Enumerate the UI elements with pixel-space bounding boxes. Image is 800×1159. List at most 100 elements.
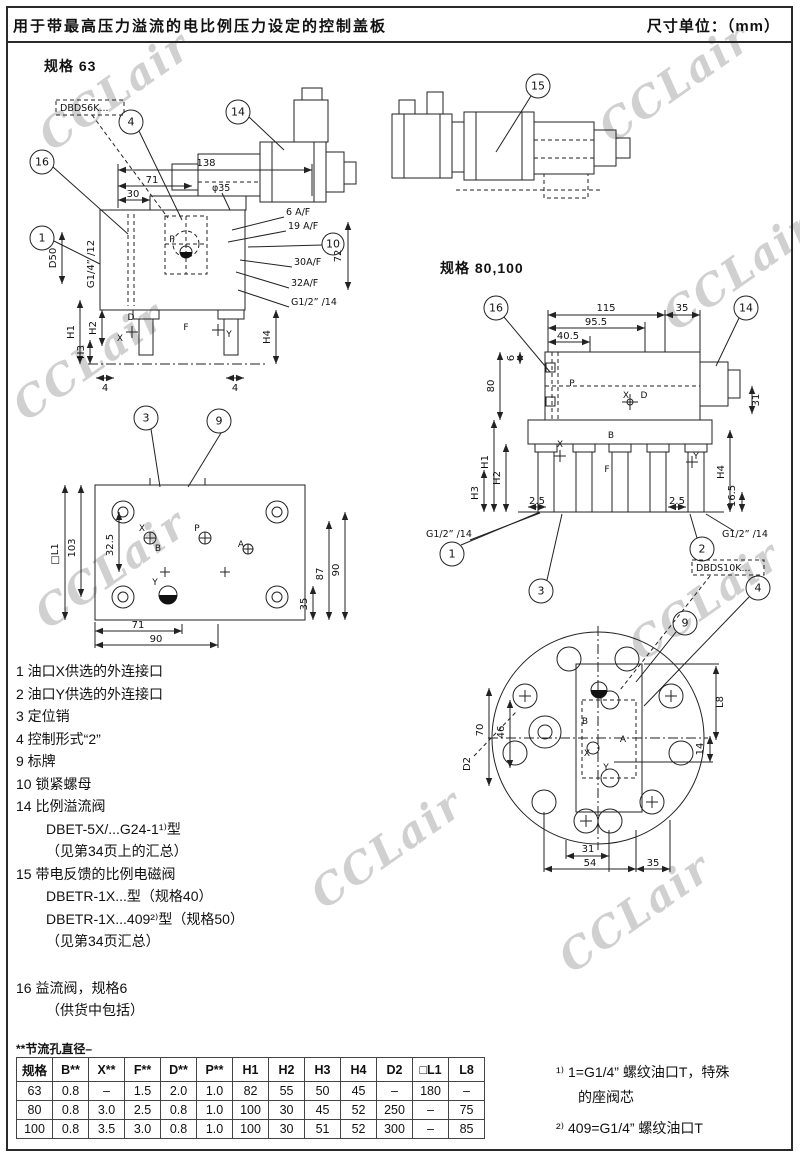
column-header: L8 — [448, 1057, 486, 1082]
callout-3: 3 — [133, 405, 161, 488]
port-label: B — [608, 431, 614, 441]
dimensions-spec63: 138 71 30 φ35 6 A/F 19 A/F 30A/F 32A/F G… — [48, 158, 352, 394]
port-label: X — [584, 749, 590, 759]
table-cell: 0.8 — [160, 1119, 198, 1139]
callout-4-spec80: 4 — [643, 575, 771, 707]
port-label: A — [238, 540, 245, 550]
dim-label: H4 — [262, 330, 273, 344]
svg-text:3: 3 — [538, 585, 545, 598]
throttle-note: **节流孔直径– — [16, 1042, 93, 1056]
callout-14-spec80: 14 — [715, 295, 759, 367]
port-label: X — [557, 440, 563, 450]
table-cell: 2.0 — [160, 1081, 198, 1101]
dim-label: 31 — [582, 844, 595, 855]
table-cell: 300 — [376, 1119, 414, 1139]
dimensions-spec63-bottom: 32.5 103 □L1 87 90 35 71 90 X B P A Y — [50, 485, 349, 649]
svg-text:2: 2 — [699, 543, 706, 556]
dim-label: □L1 — [50, 543, 61, 564]
callout-9-spec80: 9 — [635, 610, 698, 683]
footnote-1-line2: 的座阀芯 — [578, 1089, 634, 1105]
table-cell: 100 — [232, 1100, 270, 1120]
table-cell: 0.8 — [52, 1119, 90, 1139]
column-header: X** — [88, 1057, 126, 1082]
port-label: D — [128, 313, 135, 323]
section-label-spec63: 规格 63 — [44, 58, 97, 74]
column-header: 规格 — [15, 1057, 54, 1082]
dim-label: 14 — [695, 743, 706, 756]
legend-item: DBET-5X/...G24-1¹⁾型 — [46, 820, 181, 837]
dim-label: 35 — [676, 303, 689, 314]
callout-1: 1 — [29, 225, 101, 265]
table-cell: 75 — [448, 1100, 486, 1120]
dim-label: 90 — [331, 564, 342, 577]
proportional-valve-63 — [149, 87, 357, 211]
dim-label: 31 — [751, 394, 762, 407]
legend-item: 9 标牌 — [16, 753, 56, 769]
table-cell: 3.5 — [88, 1119, 126, 1139]
column-header: P** — [196, 1057, 234, 1082]
table-cell: – — [448, 1081, 486, 1101]
table-cell: 45 — [304, 1100, 342, 1120]
model-code: DBDS10K... — [696, 563, 751, 574]
dim-label: 95.5 — [585, 317, 607, 328]
table-cell: 52 — [340, 1100, 378, 1120]
callout-16-spec80: 16 — [483, 295, 551, 373]
port-label: F — [604, 465, 609, 475]
dim-label: 4 — [102, 383, 108, 394]
drawing-spec63-bottom-view — [94, 478, 306, 621]
port-label: G1/2” /14 — [291, 297, 337, 308]
column-header: D2 — [376, 1057, 414, 1082]
table-cell: 0.8 — [52, 1081, 90, 1101]
callout-9: 9 — [187, 408, 232, 488]
legend-item: 4 控制形式“2” — [16, 730, 101, 747]
legend-item: 1 油口X供选的外连接口 — [16, 663, 164, 679]
svg-text:4: 4 — [128, 116, 135, 129]
legend-item: 15 带电反馈的比例电磁阀 — [16, 865, 176, 882]
callout-2-spec80: 2 — [689, 513, 715, 562]
table-cell: – — [376, 1081, 414, 1101]
port-label: P — [569, 379, 575, 389]
table-cell: 0.8 — [160, 1100, 198, 1120]
port-label: D — [641, 391, 648, 401]
legend-item: （见第34页上的汇总） — [46, 843, 188, 859]
dim-label: 16.5 — [727, 485, 738, 507]
column-header: H2 — [268, 1057, 306, 1082]
table-cell: 180 — [412, 1081, 450, 1101]
section-label-spec80-100: 规格 80,100 — [440, 260, 524, 276]
dim-label: H2 — [492, 471, 503, 485]
port-label: A — [620, 735, 627, 745]
svg-text:4: 4 — [755, 582, 762, 595]
drawing-feedback-valve — [391, 91, 631, 199]
table-cell: 52 — [340, 1119, 378, 1139]
port-label: Y — [692, 452, 699, 462]
port-label: 6 A/F — [286, 207, 310, 218]
table-cell: 50 — [304, 1081, 342, 1101]
dim-label: 87 — [315, 568, 326, 581]
dim-label: H1 — [480, 455, 491, 469]
dim-label: 2.5 — [669, 496, 685, 507]
dim-label: H3 — [76, 345, 87, 359]
dim-label: 2.5 — [529, 496, 545, 507]
column-header: B** — [52, 1057, 90, 1082]
table-cell: 45 — [340, 1081, 378, 1101]
port-label: P — [169, 235, 175, 245]
port-label: B — [582, 717, 588, 727]
mounting-studs-63 — [88, 309, 268, 365]
legend-list: 1 油口X供选的外连接口 2 油口Y供选的外连接口 3 定位销 4 控制形式“2… — [16, 660, 244, 1022]
dim-label: 80 — [486, 380, 497, 393]
table-cell: – — [88, 1081, 126, 1101]
legend-item: 14 比例溢流阀 — [16, 798, 106, 814]
dim-label: 32.5 — [105, 534, 116, 556]
dim-label: 30 — [127, 189, 140, 200]
legend-item: 3 定位销 — [16, 708, 70, 724]
svg-text:1: 1 — [449, 548, 456, 561]
dim-label: D2 — [462, 757, 473, 771]
drawing-spec80-side-view — [518, 351, 741, 513]
svg-text:14: 14 — [739, 302, 753, 315]
table-cell: 1.0 — [196, 1100, 234, 1120]
dim-label: 6 — [506, 355, 517, 361]
table-cell: 30 — [268, 1119, 306, 1139]
column-header: F** — [124, 1057, 162, 1082]
